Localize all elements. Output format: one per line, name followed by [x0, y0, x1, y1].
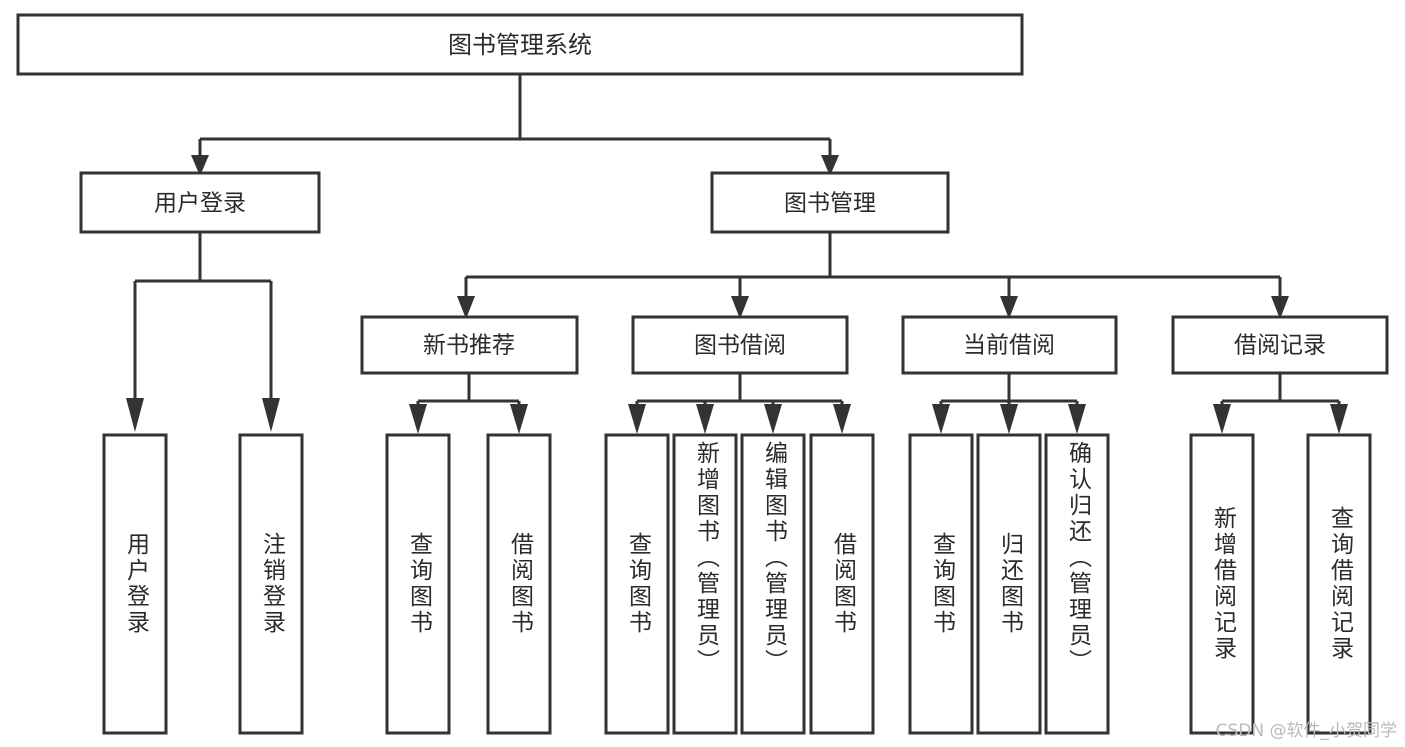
leaf-box-book-borrow-3[interactable] — [740, 433, 806, 735]
arrow-leaf-book-borrow-4 — [833, 404, 851, 434]
node-book-borrow[interactable]: 图书借阅 — [631, 315, 849, 375]
connector-group — [126, 74, 1348, 434]
leaf-box-borrow-record-2[interactable] — [1306, 433, 1372, 735]
leaf-box-book-borrow-2[interactable] — [672, 433, 738, 735]
node-user-login[interactable]: 用户登录 — [79, 171, 321, 234]
node-current-borrow-label: 当前借阅 — [963, 333, 1055, 359]
node-borrow-record-label: 借阅记录 — [1234, 333, 1326, 359]
arrow-leaf-book-borrow-1 — [628, 404, 646, 434]
node-new-book-recommend[interactable]: 新书推荐 — [360, 315, 579, 375]
arrow-to-current-borrow — [1000, 296, 1018, 319]
leaf-box-book-borrow-4[interactable] — [809, 433, 875, 735]
leaf-box-new-book-1[interactable] — [385, 433, 451, 735]
leaf-box-group — [102, 433, 1372, 735]
arrow-to-borrow-record — [1271, 296, 1289, 319]
leaf-box-current-borrow-3[interactable] — [1044, 433, 1110, 735]
leaf-box-user-login-2[interactable] — [238, 433, 304, 735]
node-book-management-box[interactable] — [710, 171, 950, 234]
node-book-management[interactable]: 图书管理 — [710, 171, 950, 234]
leaf-box-current-borrow-2[interactable] — [976, 433, 1042, 735]
node-user-login-box[interactable] — [79, 171, 321, 234]
leaf-box-book-borrow-1[interactable] — [604, 433, 670, 735]
arrow-leaf-borrow-record-1 — [1213, 404, 1231, 434]
arrow-leaf-user-login-2 — [262, 398, 280, 432]
leaf-box-current-borrow-1[interactable] — [908, 433, 974, 735]
arrow-to-new-book — [457, 296, 475, 319]
node-book-borrow-label: 图书借阅 — [694, 333, 786, 359]
arrow-leaf-new-book-1 — [409, 404, 427, 434]
node-user-login-label: 用户登录 — [154, 191, 246, 217]
node-book-management-label: 图书管理 — [784, 191, 876, 217]
node-borrow-record-box[interactable] — [1171, 315, 1389, 375]
node-new-book-recommend-label: 新书推荐 — [423, 333, 515, 359]
arrow-to-book-mgmt — [821, 155, 839, 176]
arrow-leaf-current-borrow-2 — [1000, 404, 1018, 434]
arrow-leaf-book-borrow-3 — [764, 404, 782, 434]
node-borrow-record[interactable]: 借阅记录 — [1171, 315, 1389, 375]
arrow-to-user-login — [191, 155, 209, 176]
node-book-borrow-box[interactable] — [631, 315, 849, 375]
node-root[interactable]: 图书管理系统 — [16, 13, 1024, 76]
leaf-box-borrow-record-1[interactable] — [1189, 433, 1255, 735]
node-new-book-recommend-box[interactable] — [360, 315, 579, 375]
node-current-borrow[interactable]: 当前借阅 — [901, 315, 1118, 375]
node-root-label: 图书管理系统 — [448, 31, 592, 59]
node-root-box[interactable] — [16, 13, 1024, 76]
arrow-leaf-user-login-1 — [126, 398, 144, 432]
arrow-to-book-borrow — [731, 296, 749, 319]
arrow-leaf-new-book-2 — [510, 404, 528, 434]
arrow-leaf-borrow-record-2 — [1330, 404, 1348, 434]
arrow-leaf-current-borrow-1 — [932, 404, 950, 434]
arrow-leaf-current-borrow-3 — [1068, 404, 1086, 434]
leaf-box-new-book-2[interactable] — [486, 433, 552, 735]
leaf-box-user-login-1[interactable] — [102, 433, 168, 735]
node-current-borrow-box[interactable] — [901, 315, 1118, 375]
arrow-leaf-book-borrow-2 — [696, 404, 714, 434]
